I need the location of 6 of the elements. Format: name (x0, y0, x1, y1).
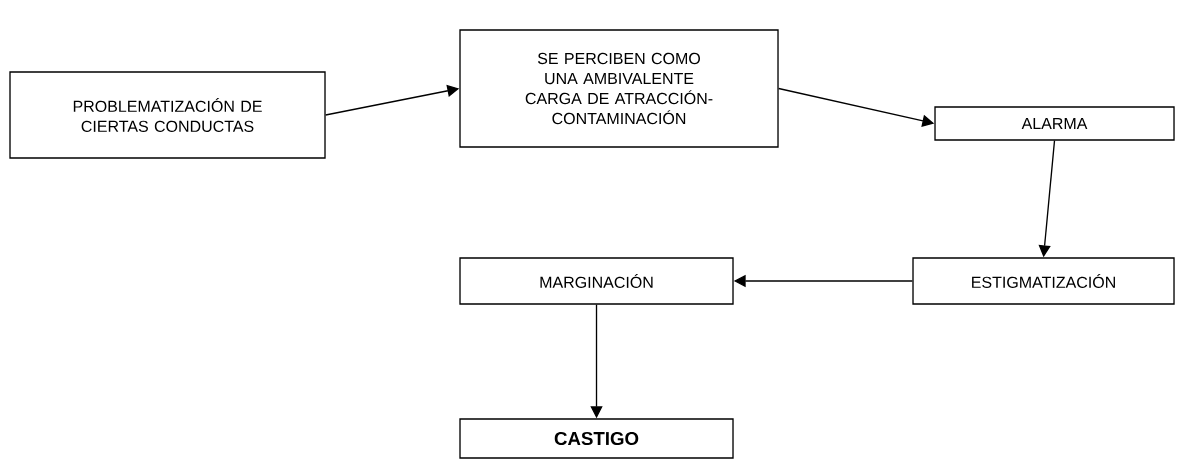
process-box: SE PERCIBEN COMO UNA AMBIVALENTE CARGA DE ATRACCIÓN-CONTAMINACIÓN (459, 29, 779, 148)
process-box: PROBLEMATIZACIÓN DE CIERTAS CONDUCTAS (9, 71, 326, 159)
process-box: ALARMA (934, 106, 1175, 141)
process-box: MARGINACIÓN (459, 257, 734, 305)
process-box: ESTIGMATIZACIÓN (912, 257, 1175, 305)
process-box: CASTIGO (459, 418, 734, 459)
